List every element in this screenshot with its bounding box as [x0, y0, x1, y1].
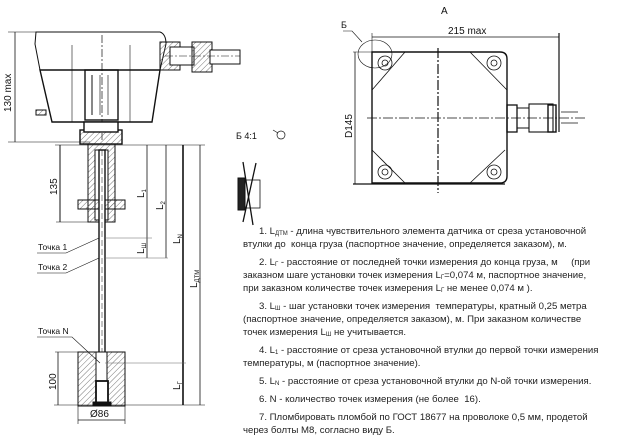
note-item: 2. LГ - расстояние от последней точки из… — [243, 256, 623, 295]
note-line: точек измерения LШ не учитывается. — [243, 326, 623, 339]
note-text: 6. N - количество точек измерения (не бо… — [259, 394, 481, 405]
note-text: =0,074 м, паспортное значение, — [444, 270, 587, 281]
note-line: температуры, м (паспортное значение). — [243, 357, 623, 370]
note-line: 2. LГ - расстояние от последней точки из… — [243, 256, 623, 269]
label-ldtm: LДТМ — [189, 270, 201, 288]
note-line: через болты М8, согласно виду Б. — [243, 424, 623, 437]
note-item: 4. L1 - расстояние от среза установочной… — [243, 344, 623, 370]
dim-diameter: D145 — [344, 114, 355, 138]
note-subscript: Г — [440, 288, 445, 294]
note-text: (паспортное значение, определяется заказ… — [243, 314, 582, 325]
note-line: при заказном количестве точек измерения … — [243, 282, 623, 295]
view-b-title: Б 4:1 — [236, 131, 257, 141]
note-line: 3. LШ - шаг установки точек измерения те… — [243, 300, 623, 313]
note-item: 7. Пломбировать пломбой по ГОСТ 18677 на… — [243, 411, 623, 437]
label-lg: LГ — [172, 380, 184, 390]
label-l1: L1 — [136, 188, 148, 198]
dim-weight-height: 100 — [48, 373, 59, 390]
note-line: 4. L1 - расстояние от среза установочной… — [243, 344, 623, 357]
nameplate — [84, 69, 119, 121]
side-view — [8, 31, 241, 424]
note-text: 2. L — [259, 257, 276, 268]
note-line: 1. LДТМ - длина чувствительного элемента… — [243, 225, 623, 238]
note-subscript: ДТМ — [275, 231, 288, 237]
note-text: через болты М8, согласно виду Б. — [243, 425, 395, 436]
note-subscript: Г — [275, 262, 279, 268]
housing-lid — [34, 31, 167, 71]
note-item: 6. N - количество точек измерения (не бо… — [243, 393, 623, 406]
note-text: при заказном количестве точек измерения … — [243, 283, 441, 294]
note-text: заказном шаге установки точек измерения … — [243, 270, 441, 281]
note-text: не менее 0,074 м ). — [444, 283, 533, 294]
view-a-label: А — [441, 6, 448, 17]
note-item: 1. LДТМ - длина чувствительного элемента… — [243, 225, 623, 251]
note-text: - расстояние от среза установочной втулк… — [279, 376, 592, 387]
label-lsh: LШ — [136, 243, 148, 254]
note-text: втулки до конца груза (паспортное значен… — [243, 239, 567, 250]
label-point-2: Точка 2 — [38, 262, 67, 272]
note-line: заказном шаге установки точек измерения … — [243, 269, 623, 282]
note-subscript: 1 — [275, 350, 279, 356]
leader-point-1 — [37, 237, 100, 254]
dim-height-max: 130 max — [3, 74, 14, 112]
note-text: - шаг установки точек измерения температ… — [280, 301, 587, 312]
mounting-bolt-holes — [371, 51, 508, 184]
note-text: - расстояние от последней точки измерени… — [278, 257, 591, 268]
note-subscript: N — [275, 381, 280, 387]
note-text: температуры, м (паспортное значение). — [243, 358, 421, 369]
callout-b-circle — [357, 39, 393, 69]
note-text: точек измерения L — [243, 327, 326, 338]
note-text: 4. L — [259, 345, 276, 356]
housing-top-outline — [371, 51, 508, 184]
label-ln: LN — [172, 234, 184, 244]
note-item: 3. LШ - шаг установки точек измерения те… — [243, 300, 623, 339]
leader-point-2 — [37, 257, 100, 274]
note-line: 7. Пломбировать пломбой по ГОСТ 18677 на… — [243, 411, 623, 424]
note-subscript: Ш — [325, 332, 332, 338]
note-text: 7. Пломбировать пломбой по ГОСТ 18677 на… — [259, 412, 588, 423]
note-line: 5. LN - расстояние от среза установочной… — [243, 375, 623, 388]
dim-sleeve: 135 — [49, 178, 60, 195]
leader-point-n — [37, 336, 101, 364]
note-text: не учитывается. — [331, 327, 407, 338]
note-line: втулки до конца груза (паспортное значен… — [243, 238, 623, 251]
label-point-1: Точка 1 — [38, 242, 67, 252]
cable-gland — [159, 41, 241, 73]
note-item: 5. LN - расстояние от среза установочной… — [243, 375, 623, 388]
seal-symbol-icon — [276, 130, 286, 140]
notes-list: 1. LДТМ - длина чувствительного элемента… — [243, 225, 623, 442]
view-b-detail — [237, 129, 286, 226]
dim-width-max: 215 max — [448, 26, 486, 37]
top-view — [343, 30, 585, 193]
label-point-n: Точка N — [38, 326, 69, 336]
note-line: (паспортное значение, определяется заказ… — [243, 313, 623, 326]
label-l2: L2 — [155, 200, 167, 210]
note-text: - расстояние от среза установочной втулк… — [278, 345, 599, 356]
callout-b-label: Б — [341, 20, 347, 30]
note-text: 5. L — [259, 376, 276, 387]
note-text: - длина чувствительного элемента датчика… — [287, 226, 587, 237]
note-text: 3. L — [259, 301, 276, 312]
note-subscript: Ш — [275, 306, 281, 312]
dim-weight-diameter: Ø86 — [90, 409, 109, 420]
note-subscript: Г — [440, 275, 445, 281]
note-line: 6. N - количество точек измерения (не бо… — [243, 393, 623, 406]
note-text: 1. L — [259, 226, 276, 237]
